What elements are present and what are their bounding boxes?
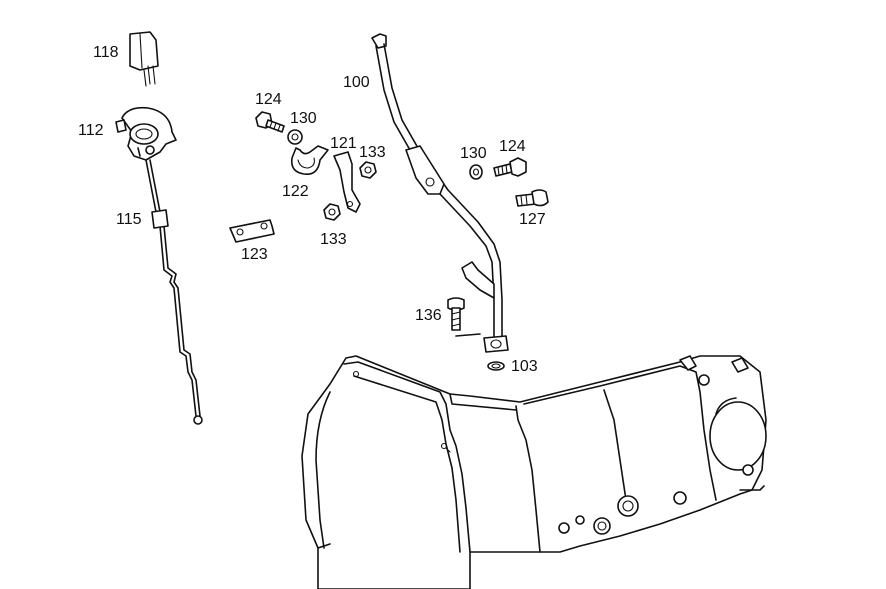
part-115-cable (145, 159, 203, 425)
part-130-washer-left (287, 129, 303, 145)
callout-130-left: 130 (290, 110, 317, 127)
part-130-washer-right (469, 164, 483, 180)
callout-133-lower: 133 (320, 231, 347, 248)
part-112-clamp (115, 106, 177, 161)
callout-127: 127 (519, 211, 546, 228)
part-136-bolt (447, 297, 481, 337)
part-118-connector (129, 31, 159, 87)
callout-112: 112 (78, 122, 104, 139)
callout-121: 121 (330, 135, 357, 152)
part-133-nut-lower (323, 203, 341, 221)
callout-100: 100 (343, 74, 370, 91)
part-122-clip (290, 145, 329, 176)
transmission-housing (301, 355, 767, 589)
callout-118: 118 (93, 44, 119, 61)
part-103-o-ring (487, 361, 505, 371)
callout-133-upper: 133 (359, 144, 386, 161)
callout-115: 115 (116, 211, 142, 228)
part-127-bolt (515, 189, 549, 207)
callout-labels: 118 112 115 124 130 121 133 122 133 123 … (78, 44, 546, 375)
callout-124-left: 124 (255, 91, 282, 108)
callout-124-right: 124 (499, 138, 526, 155)
part-123-plate (229, 219, 275, 243)
callout-123: 123 (241, 246, 268, 263)
callout-130-right: 130 (460, 145, 487, 162)
callout-136: 136 (415, 307, 442, 324)
part-124-bolt-left (255, 111, 285, 133)
callout-122: 122 (282, 183, 309, 200)
part-121-bracket (333, 151, 361, 213)
part-133-nut-upper (359, 161, 377, 179)
part-124-bolt-right (493, 157, 527, 177)
callout-103: 103 (511, 358, 538, 375)
part-100-dipstick-tube (371, 33, 509, 353)
